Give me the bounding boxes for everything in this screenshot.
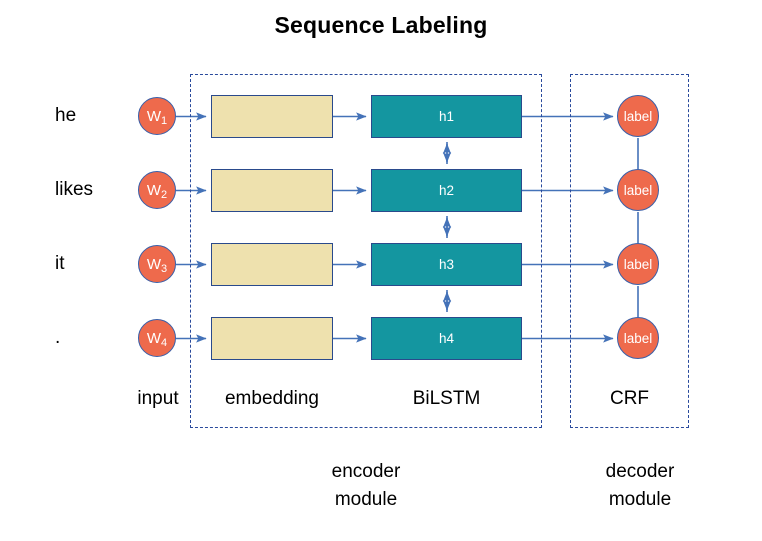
encoder-module-frame (190, 74, 542, 428)
embedding-box-4 (211, 317, 333, 360)
embedding-box-2 (211, 169, 333, 212)
embedding-box-3 (211, 243, 333, 286)
layer-caption-bilstm: BiLSTM (412, 388, 481, 409)
layer-caption-embedding: embedding (224, 388, 320, 409)
token-circle-label-4: W4 (146, 329, 168, 349)
crf-label-text-1: label (623, 108, 653, 124)
crf-label-circle-4: label (617, 317, 659, 359)
crf-label-text-4: label (623, 330, 653, 346)
bilstm-box-1: h1 (371, 95, 522, 138)
token-circle-3: W3 (138, 245, 176, 283)
decoder-caption-line1: decoder (605, 461, 675, 482)
encoder-caption-line2: module (334, 489, 398, 510)
bilstm-box-3: h3 (371, 243, 522, 286)
arrow-bilstm-to-label (522, 112, 614, 343)
decoder-module-frame (570, 74, 689, 428)
token-circle-label-3: W3 (146, 255, 168, 275)
embedding-box-1 (211, 95, 333, 138)
arrow-embedding-to-bilstm (333, 112, 367, 343)
encoder-caption-line1: encoder (331, 461, 401, 482)
page-title: Sequence Labeling (274, 12, 488, 38)
bilstm-box-label-4: h4 (438, 331, 455, 346)
token-circle-label-2: W2 (146, 181, 168, 201)
token-circle-1: W1 (138, 97, 176, 135)
crf-label-text-2: label (623, 182, 653, 198)
input-word-3: it (55, 253, 65, 274)
crf-label-circle-2: label (617, 169, 659, 211)
bilstm-box-4: h4 (371, 317, 522, 360)
layer-caption-crf: CRF (609, 388, 650, 409)
decoder-caption-line2: module (608, 489, 672, 510)
crf-label-circle-1: label (617, 95, 659, 137)
bilstm-box-label-1: h1 (438, 109, 455, 124)
token-circle-4: W4 (138, 319, 176, 357)
crf-label-text-3: label (623, 256, 653, 272)
input-word-4: . (55, 327, 61, 348)
encoder-module-caption: encoder module (256, 458, 476, 514)
input-word-1: he (55, 105, 77, 126)
bilstm-box-2: h2 (371, 169, 522, 212)
bilstm-box-label-3: h3 (438, 257, 455, 272)
input-word-2: likes (55, 179, 94, 200)
decoder-module-caption: decoder module (530, 458, 750, 514)
arrow-token-to-embedding (176, 112, 207, 343)
token-circle-2: W2 (138, 171, 176, 209)
bilstm-box-label-2: h2 (438, 183, 455, 198)
token-circle-label-1: W1 (146, 107, 168, 127)
layer-caption-input: input (137, 388, 179, 409)
crf-label-circle-3: label (617, 243, 659, 285)
